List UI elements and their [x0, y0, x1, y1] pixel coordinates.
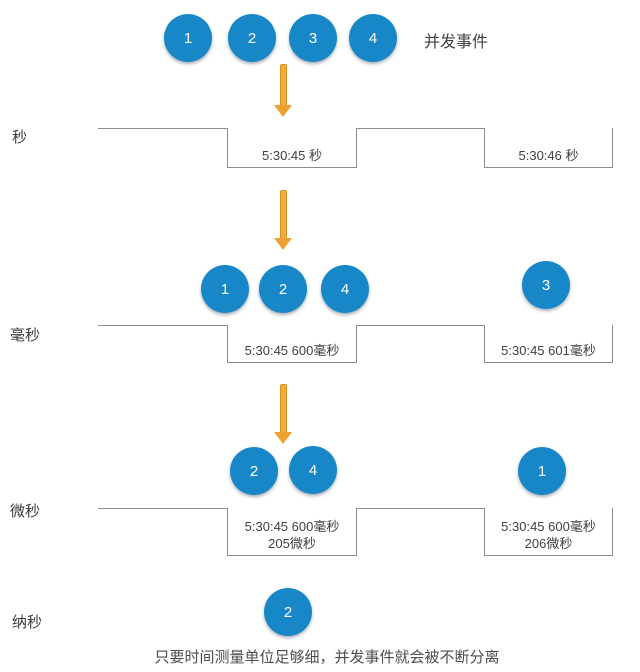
- event-circle-3: 3: [522, 261, 570, 309]
- event-circle-4: 4: [289, 446, 337, 494]
- time-label: 5:30:45 600毫秒: [501, 519, 596, 534]
- event-number: 3: [541, 276, 551, 294]
- down-arrow-icon: [273, 190, 293, 250]
- unit-label-nanoseconds: 纳秒: [12, 614, 43, 631]
- event-number: 1: [537, 462, 547, 480]
- time-label: 205微秒: [268, 536, 316, 551]
- event-circle-2: 2: [259, 265, 307, 313]
- event-circle-2: 2: [264, 588, 312, 636]
- timeline-trough: 5:30:45 600毫秒 205微秒: [227, 508, 357, 556]
- event-circle-4: 4: [321, 265, 369, 313]
- event-circle-4: 4: [349, 14, 397, 62]
- time-label: 5:30:45 秒: [262, 148, 322, 163]
- down-arrow-icon: [273, 384, 293, 444]
- unit-label-milliseconds: 毫秒: [10, 327, 41, 344]
- time-label: 206微秒: [524, 536, 573, 551]
- arrow-head: [274, 432, 292, 444]
- event-circle-2: 2: [230, 447, 278, 495]
- event-number: 2: [247, 29, 257, 47]
- caption: 只要时间测量单位足够细，并发事件就会被不断分离: [154, 649, 500, 666]
- event-number: 2: [283, 603, 293, 621]
- event-circle-3: 3: [289, 14, 337, 62]
- timeline-segment: [356, 128, 485, 129]
- timeline-segment: [356, 325, 485, 326]
- concurrent-events-label: 并发事件: [424, 34, 489, 51]
- event-circle-1: 1: [518, 447, 566, 495]
- timeline-segment: [98, 128, 228, 129]
- timeline-segment: [98, 508, 228, 509]
- event-circle-1: 1: [201, 265, 249, 313]
- arrow-head: [274, 238, 292, 250]
- event-circle-2: 2: [228, 14, 276, 62]
- event-number: 3: [308, 29, 318, 47]
- arrow-shaft: [279, 384, 287, 432]
- time-label: 5:30:45 600毫秒: [244, 519, 340, 534]
- timeline-trough: 5:30:45 秒: [227, 128, 357, 168]
- event-number: 2: [278, 280, 288, 298]
- timeline-trough: 5:30:45 600毫秒 206微秒: [484, 508, 613, 556]
- event-number: 4: [340, 280, 350, 298]
- timeline-segment: [356, 508, 485, 509]
- timeline-segment: [98, 325, 228, 326]
- unit-label-microseconds: 微秒: [10, 503, 41, 520]
- time-label: 5:30:46 秒: [518, 148, 579, 163]
- timeline-trough: 5:30:45 600毫秒: [227, 325, 357, 363]
- event-number: 4: [368, 29, 378, 47]
- time-label: 5:30:45 601毫秒: [501, 343, 596, 358]
- arrow-head: [274, 105, 292, 117]
- down-arrow-icon: [273, 64, 293, 117]
- arrow-shaft: [279, 64, 287, 105]
- timeline-trough: 5:30:46 秒: [484, 128, 613, 168]
- event-number: 1: [220, 280, 230, 298]
- unit-label-seconds: 秒: [12, 129, 28, 146]
- time-label: 5:30:45 600毫秒: [244, 343, 340, 358]
- event-number: 2: [249, 462, 259, 480]
- event-number: 4: [308, 461, 318, 479]
- arrow-shaft: [279, 190, 287, 238]
- event-circle-1: 1: [164, 14, 212, 62]
- timeline-trough: 5:30:45 601毫秒: [484, 325, 613, 363]
- event-number: 1: [183, 29, 193, 47]
